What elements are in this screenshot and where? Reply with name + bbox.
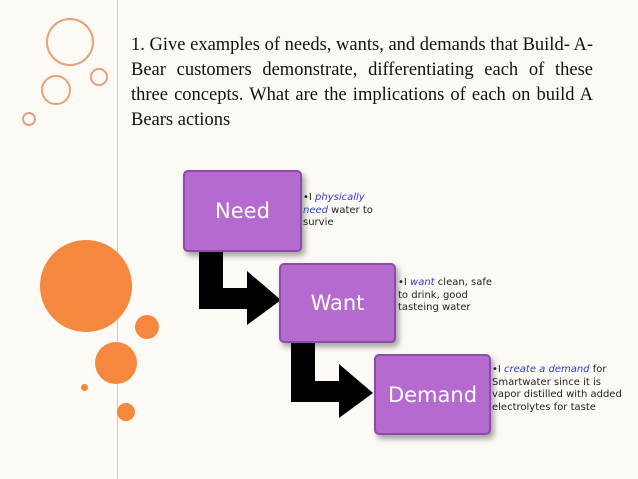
decorative-circle-small (135, 315, 159, 339)
arrow-icon (199, 245, 281, 325)
note-text: for Smartwater since it is vapor distill… (492, 364, 622, 413)
note-bullet: •I (303, 192, 316, 203)
note-highlight: create a demand (504, 364, 590, 375)
decorative-circle-tiny (81, 384, 88, 391)
note-bullet: •I (492, 364, 505, 375)
decorative-circle-medium (95, 342, 137, 384)
want-box: Want (279, 263, 396, 343)
decorative-circle-large (40, 240, 132, 332)
question-text: 1. Give examples of needs, wants, and de… (131, 35, 593, 130)
demand-box: Demand (374, 354, 491, 435)
arrow-icon (291, 338, 373, 418)
decorative-circle-outline (46, 18, 94, 66)
note-highlight: physically need (303, 192, 365, 216)
want-note: •I want clean, safe to drink, good taste… (398, 277, 498, 315)
need-box: Need (183, 170, 302, 252)
note-bullet: •I (398, 277, 411, 288)
divider-line (117, 0, 118, 479)
note-highlight: want (410, 277, 435, 288)
need-note: •I physically need water to survie (303, 192, 385, 230)
want-label: Want (310, 291, 365, 315)
note-text: water to survie (303, 204, 373, 229)
decorative-circle-small (117, 403, 135, 421)
decorative-circle-outline (41, 75, 71, 105)
note-text: clean, safe to drink, good tasteing wate… (398, 277, 493, 313)
demand-note: •I create a demand for Smartwater since … (492, 364, 622, 414)
decorative-circle-outline (90, 68, 108, 86)
need-label: Need (215, 199, 270, 223)
decorative-circle-outline (22, 112, 36, 126)
demand-label: Demand (387, 382, 478, 407)
